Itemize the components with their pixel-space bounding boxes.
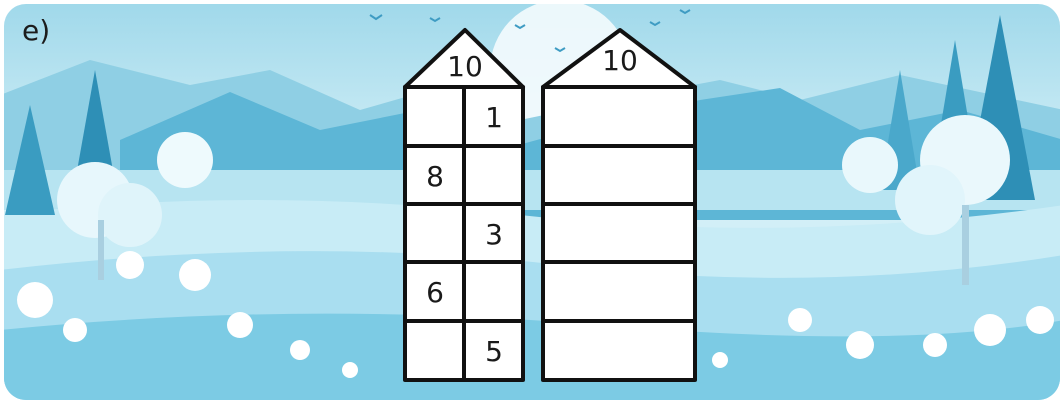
- house-1-roof-number: 10: [425, 50, 505, 83]
- house-2-roof-number: 10: [580, 44, 660, 77]
- house-1-row-4-left[interactable]: 6: [406, 263, 464, 321]
- house-2-row-4[interactable]: [545, 263, 693, 321]
- house-1-row-2-right[interactable]: [465, 147, 523, 205]
- house-1-row-1-right[interactable]: 1: [465, 88, 523, 146]
- house-1-row-5-left[interactable]: [406, 322, 464, 380]
- exercise-label: e): [22, 14, 50, 47]
- house-2-row-5[interactable]: [545, 322, 693, 380]
- house-2-row-2[interactable]: [545, 147, 693, 205]
- house-1-row-5-right[interactable]: 5: [465, 322, 523, 380]
- house-2-row-3[interactable]: [545, 205, 693, 263]
- house-1-row-2-left[interactable]: 8: [406, 147, 464, 205]
- house-1-row-4-right[interactable]: [465, 263, 523, 321]
- house-1-row-1-left[interactable]: [406, 88, 464, 146]
- house-1-row-3-left[interactable]: [406, 205, 464, 263]
- house-2-row-1[interactable]: [545, 88, 693, 146]
- house-1-row-3-right[interactable]: 3: [465, 205, 523, 263]
